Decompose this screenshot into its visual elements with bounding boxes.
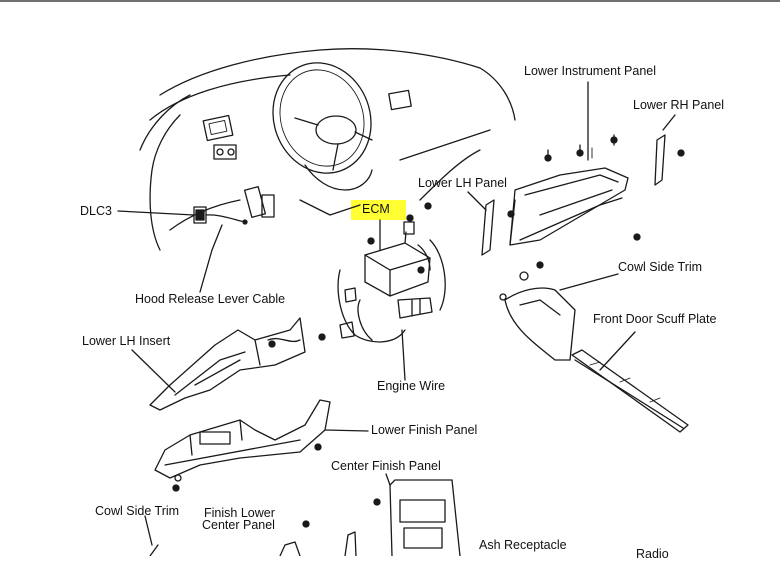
label-cowl-side-trim-left: Cowl Side Trim bbox=[95, 504, 180, 518]
label-ecm: ECM bbox=[362, 202, 390, 216]
label-cowl-side-trim-right: Cowl Side Trim bbox=[618, 260, 703, 274]
lower-instrument-panel-drawing bbox=[509, 134, 685, 246]
label-lower-finish-panel: Lower Finish Panel bbox=[371, 423, 478, 437]
label-ash-receptacle: Ash Receptacle bbox=[479, 538, 567, 552]
dashboard-drawing bbox=[139, 48, 516, 251]
leader-lines bbox=[117, 81, 676, 546]
finish-lower-center-panel-drawing bbox=[149, 520, 357, 556]
ecm-highlight bbox=[351, 200, 406, 220]
lower-finish-panel-drawing bbox=[154, 399, 331, 492]
label-dlc3: DLC3 bbox=[80, 204, 112, 218]
label-lower-lh-panel: Lower LH Panel bbox=[418, 176, 507, 190]
label-finish-lower-line2: Center Panel bbox=[202, 518, 275, 532]
label-lower-lh-insert: Lower LH Insert bbox=[82, 334, 171, 348]
label-center-finish-panel: Center Finish Panel bbox=[331, 459, 441, 473]
label-engine-wire: Engine Wire bbox=[377, 379, 446, 393]
cowl-side-trim-right-drawing bbox=[499, 261, 576, 361]
label-finish-lower-line1: Finish Lower bbox=[204, 506, 275, 520]
lower-lh-panel-drawing bbox=[481, 199, 515, 256]
label-lower-rh-panel: Lower RH Panel bbox=[633, 98, 725, 112]
lower-lh-insert-drawing bbox=[149, 317, 326, 411]
ecm-drawing bbox=[337, 202, 446, 343]
label-radio: Radio bbox=[636, 547, 669, 561]
center-finish-panel-drawing bbox=[373, 479, 461, 556]
front-door-scuff-plate-drawing bbox=[571, 349, 689, 433]
label-front-door-scuff-plate: Front Door Scuff Plate bbox=[593, 312, 717, 326]
label-hood-release-lever-cable: Hood Release Lever Cable bbox=[135, 292, 286, 306]
label-lower-instrument-panel: Lower Instrument Panel bbox=[524, 64, 657, 78]
